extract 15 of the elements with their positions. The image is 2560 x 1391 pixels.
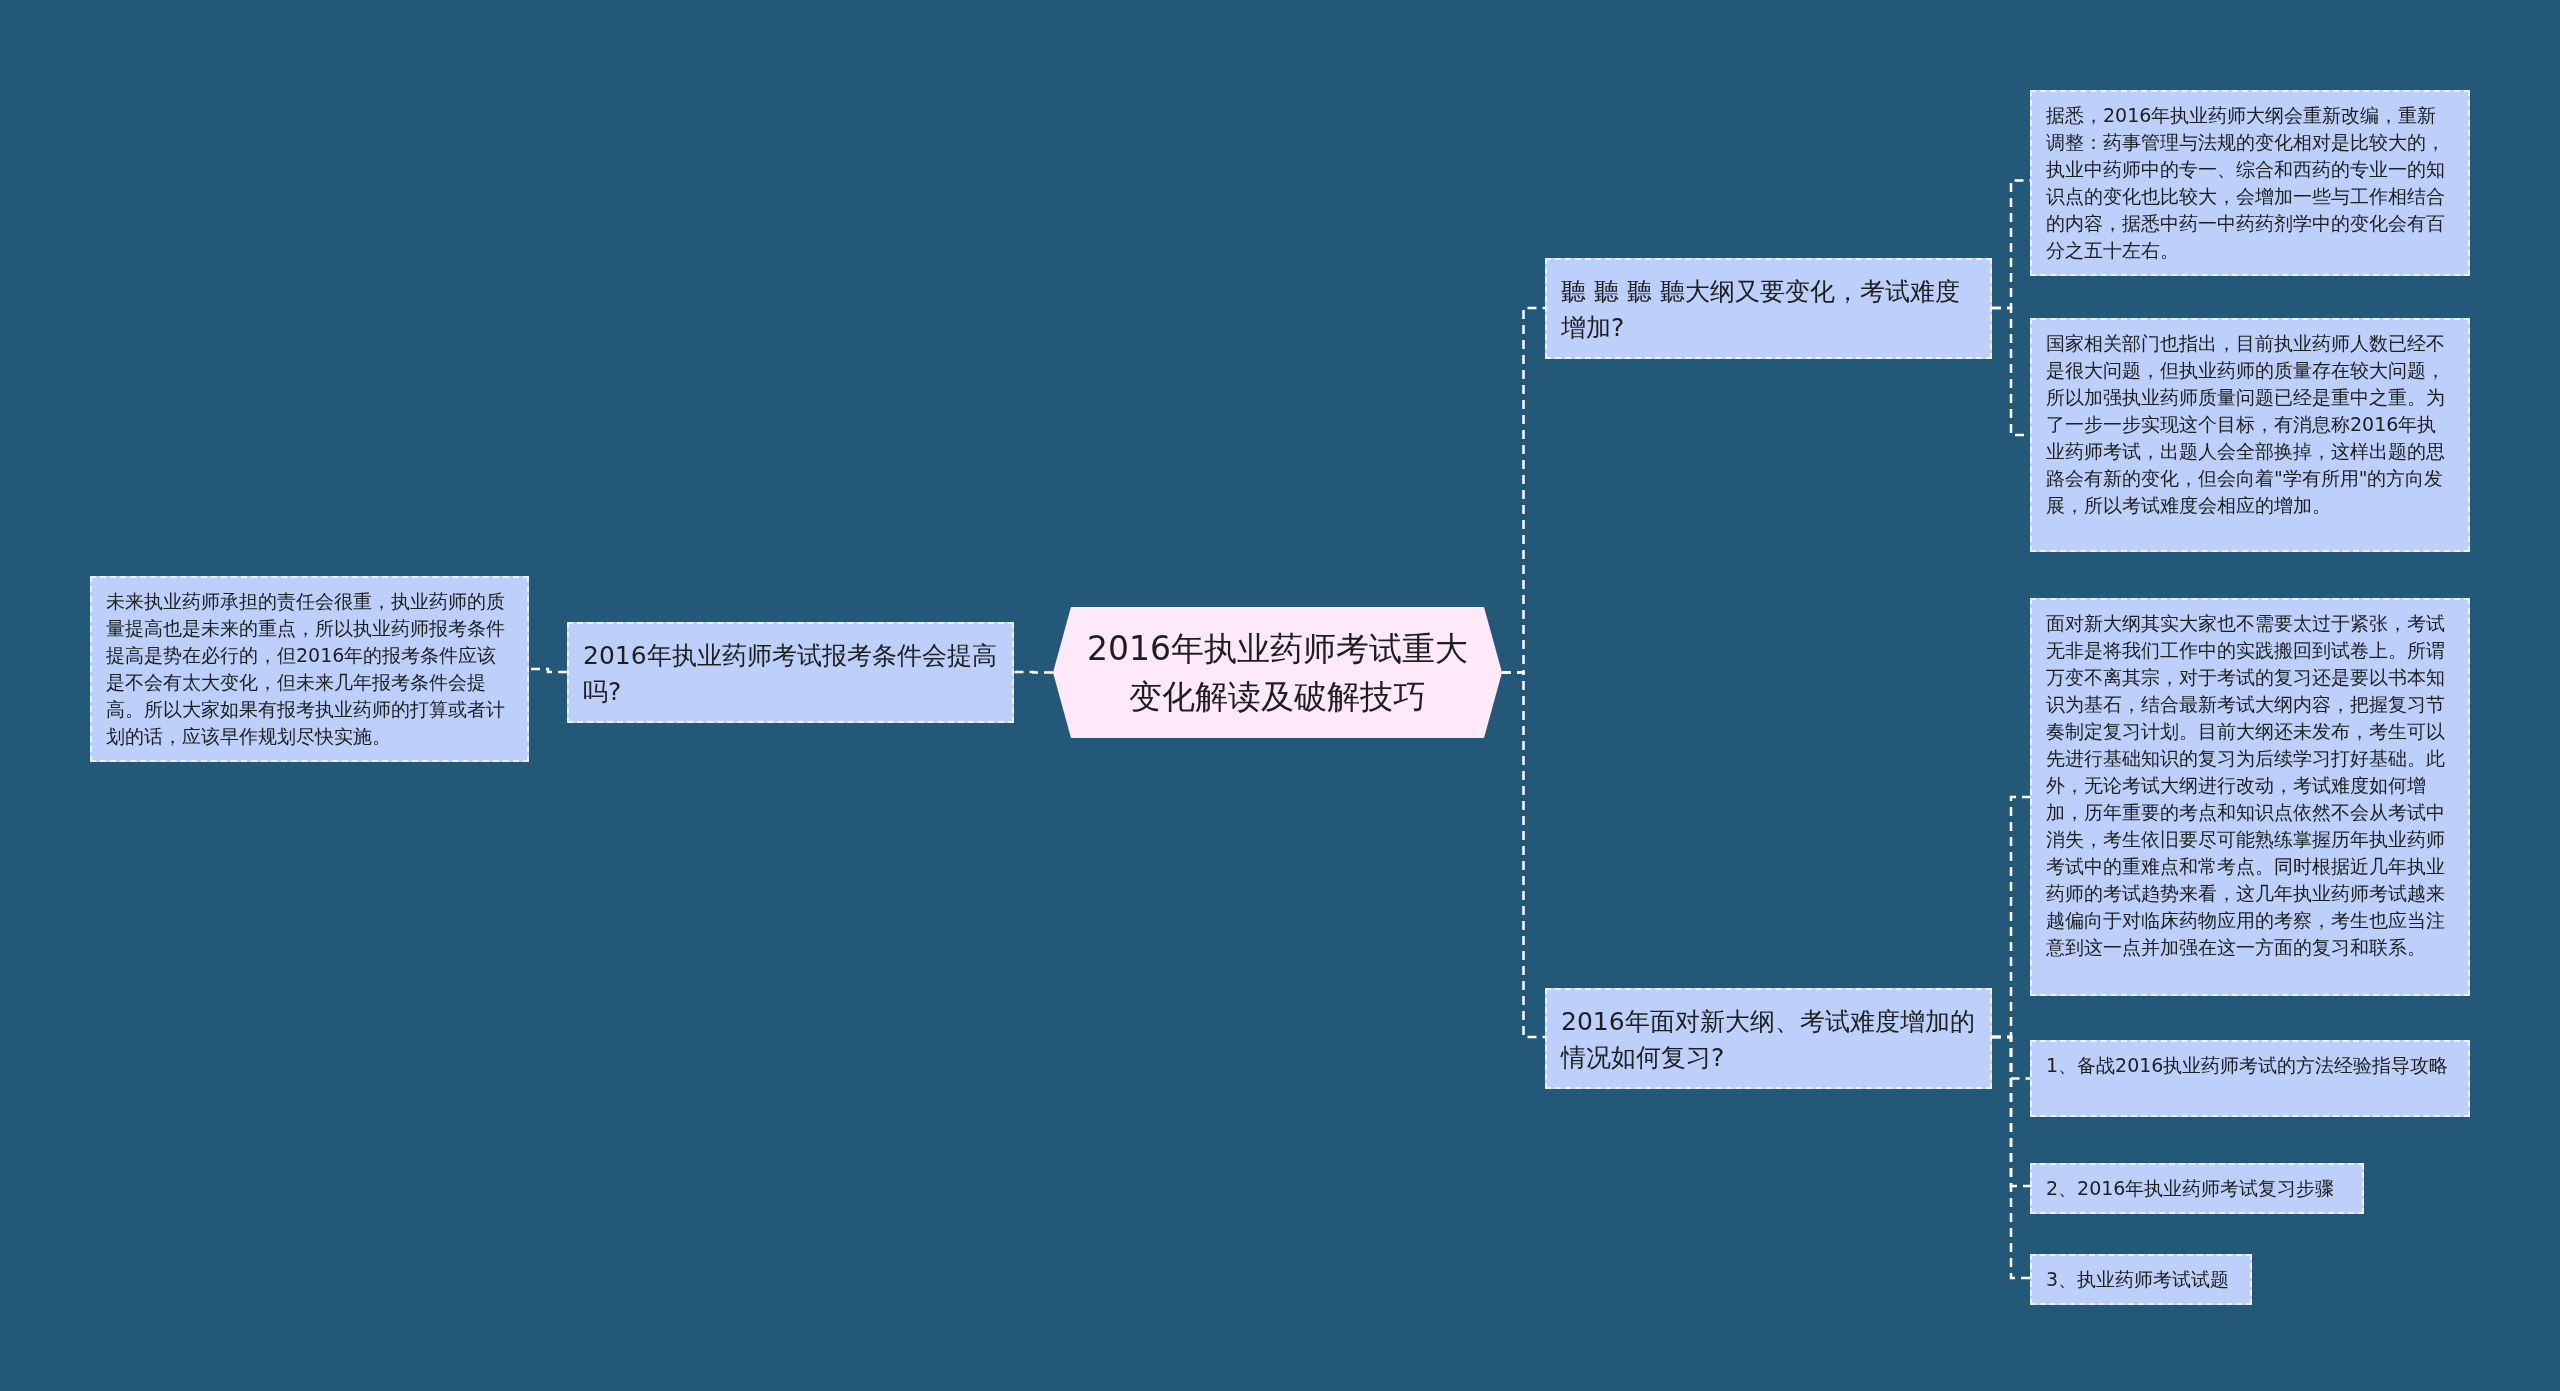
- leaf-box: 面对新大纲其实大家也不需要太过于紧张，考试无非是将我们工作中的实践搬回到试卷上。所谓万变不离其宗，对于考试的复习还是要以书本知识为基石，结合最新考试大纲内容，把握复习节奏制定复习计划。目前大纲还未发布，考生可以先进行基础知识的复习为后续学习打好基础。此外，无论考试大纲进行改动，考试难度如何增加，历年重要的考点和知识点依然不会从考试中消失，考生依旧要尽可能熟练掌握历年执业药师考试中的重难点和常考点。同时根据近几年执业药师的考试趋势来看，这几年执业药师考试越来越偏向于对临床药物应用的考察，考生也应当注意到这一点并加强在这一方面的复习和联系。: [2030, 598, 2470, 996]
- leaf-box: 据悉，2016年执业药师大纲会重新改编，重新调整：药事管理与法规的变化相对是比较大的，执业中药师中的专一、综合和西药的专业一的知识点的变化也比较大，会增加一些与工作相结合的内容，据悉中药一中药药剂学中的变化会有百分之五十左右。: [2030, 90, 2470, 276]
- branch-box: 2016年执业药师考试报考条件会提高吗?: [567, 622, 1014, 723]
- branch-box: 2016年面对新大纲、考试难度增加的情况如何复习?: [1545, 988, 1992, 1089]
- connector: [1992, 1035, 2030, 1280]
- connector: [529, 667, 567, 674]
- leaf-box: 未来执业药师承担的责任会很重，执业药师的质量提高也是未来的重点，所以执业药师报考条件提高是势在必行的，但2016年的报考条件应该是不会有太大变化，但未来几年报考条件会提高。所以大家如果有报考执业药师的打算或者计划的话，应该早作规划尽快实施。: [90, 576, 529, 762]
- topic-hexagon: 2016年执业药师考试重大变化解读及破解技巧: [1053, 607, 1502, 738]
- leaf-box: 3、执业药师考试试题: [2030, 1254, 2252, 1305]
- leaf-box: 1、备战2016执业药师考试的方法经验指导攻略: [2030, 1040, 2470, 1117]
- leaf-box: 2、2016年执业药师考试复习步骤: [2030, 1163, 2364, 1214]
- connector: [1014, 670, 1053, 674]
- connector: [1502, 671, 1545, 1039]
- leaf-box: 国家相关部门也指出，目前执业药师人数已经不是很大问题，但执业药师的质量存在较大问题，所以加强执业药师质量问题已经是重中之重。为了一步一步实现这个目标，有消息称2016年执业药师考试，出题人会全部换掉，这样出题的思路会有新的变化，但会向着"学有所用"的方向发展，所以考试难度会相应的增加。: [2030, 318, 2470, 552]
- branch-box: 聽 聽 聽 聽大纲又要变化，考试难度增加?: [1545, 258, 1992, 359]
